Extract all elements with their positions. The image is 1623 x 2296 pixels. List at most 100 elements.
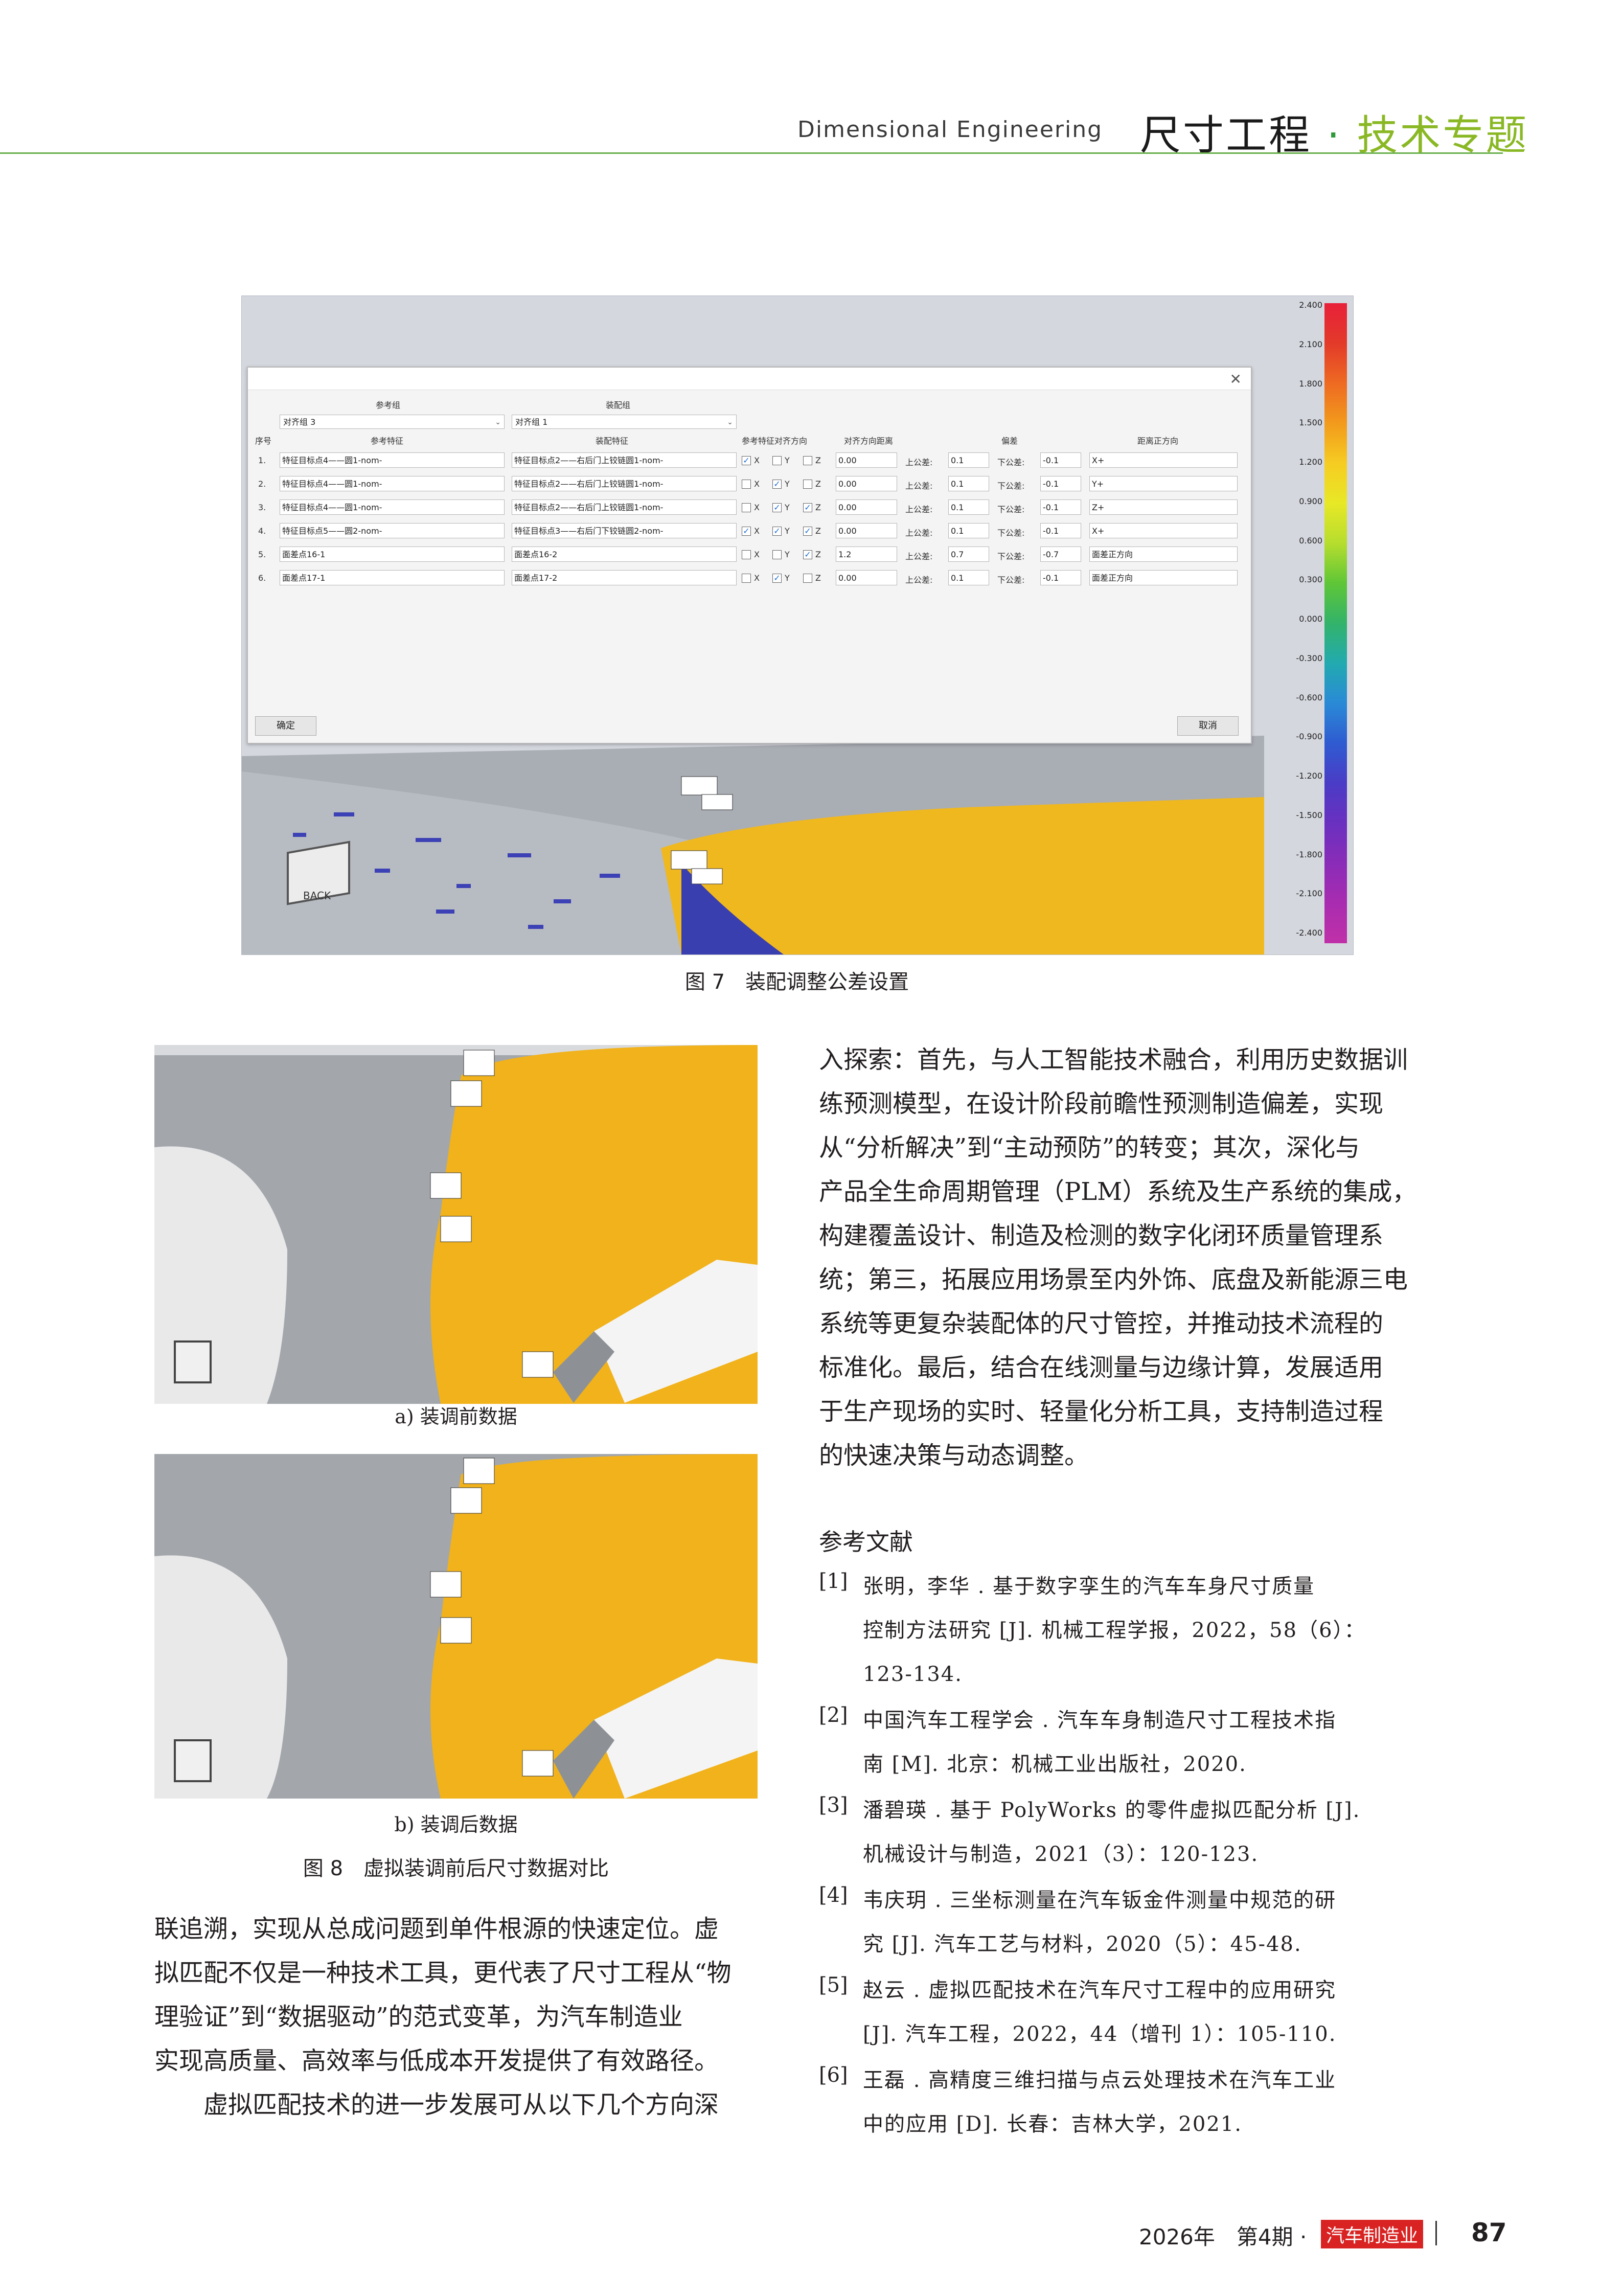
- align-x-checkbox[interactable]: ✓: [742, 527, 751, 536]
- close-icon[interactable]: ✕: [1229, 371, 1242, 388]
- lower-tol-input[interactable]: -0.1: [1040, 570, 1081, 585]
- align-y-checkbox[interactable]: ✓: [772, 527, 782, 536]
- lower-tol-input[interactable]: -0.1: [1040, 523, 1081, 538]
- align-z-checkbox[interactable]: ✓: [803, 550, 812, 559]
- align-x-checkbox[interactable]: [742, 550, 751, 559]
- ref-feature-select[interactable]: 面差点16-1: [280, 547, 505, 562]
- align-z-checkbox[interactable]: [803, 480, 812, 489]
- reference-line: 中国汽车工程学会 . 汽车车身制造尺寸工程技术指: [863, 1709, 1337, 1732]
- header-rule: [0, 152, 1503, 154]
- positive-direction-select[interactable]: X+: [1089, 452, 1238, 468]
- ref-feature-select[interactable]: 特征目标点5——圆2-nom-: [280, 523, 505, 538]
- asm-feature-select[interactable]: 特征目标点2——右后门上铰链圆1-nom-: [512, 499, 737, 515]
- align-z-checkbox[interactable]: ✓: [803, 527, 812, 536]
- upper-tol-input[interactable]: 0.1: [948, 499, 989, 515]
- align-distance-input[interactable]: 0.00: [836, 570, 897, 585]
- align-x-checkbox[interactable]: ✓: [742, 456, 751, 465]
- upper-tol-input[interactable]: 0.1: [948, 452, 989, 468]
- row-number: 6.: [258, 573, 266, 583]
- left-line-5: 虚拟匹配技术的进一步发展可从以下几个方向深: [154, 2090, 719, 2119]
- align-y-checkbox[interactable]: [772, 456, 782, 465]
- upper-tol-input[interactable]: 0.1: [948, 476, 989, 491]
- header-english-title: Dimensional Engineering: [797, 117, 1103, 143]
- align-x-checkbox[interactable]: [742, 480, 751, 489]
- asm-feature-select[interactable]: 特征目标点2——右后门上铰链圆1-nom-: [512, 476, 737, 491]
- align-distance-input[interactable]: 0.00: [836, 476, 897, 491]
- align-z-checkbox[interactable]: [803, 456, 812, 465]
- align-distance-input[interactable]: 0.00: [836, 499, 897, 515]
- group-ref-select[interactable]: 对齐组 3⌄: [280, 415, 505, 429]
- ref-feature-select[interactable]: 特征目标点4——圆1-nom-: [280, 476, 505, 491]
- lower-tol-input[interactable]: -0.1: [1040, 476, 1081, 491]
- align-x-checkbox[interactable]: [742, 503, 751, 512]
- align-distance-input[interactable]: 0.00: [836, 452, 897, 468]
- left-column-text: 联追溯，实现从总成问题到单件根源的快速定位。虚 拟匹配不仅是一种技术工具，更代表…: [154, 1907, 732, 2127]
- references-heading: 参考文献: [819, 1528, 913, 1556]
- positive-direction-select[interactable]: X+: [1089, 523, 1238, 538]
- right-line-2: 练预测模型，在设计阶段前瞻性预测制造偏差，实现: [819, 1089, 1384, 1118]
- upper-tol-input[interactable]: 0.1: [948, 570, 989, 585]
- asm-feature-select[interactable]: 面差点17-2: [512, 570, 737, 585]
- ref-feature-select[interactable]: 面差点17-1: [280, 570, 505, 585]
- lower-tol-input[interactable]: -0.1: [1040, 452, 1081, 468]
- footer-issue: 2026年 第4期 ·: [1139, 2224, 1307, 2249]
- ref-feature-select[interactable]: 特征目标点4——圆1-nom-: [280, 499, 505, 515]
- scale-tick: -1.200: [1296, 771, 1322, 781]
- asm-feature-select[interactable]: 特征目标点2——右后门上铰链圆1-nom-: [512, 452, 737, 468]
- figure8b-image: [154, 1454, 758, 1799]
- row-number: 2.: [258, 479, 266, 489]
- align-y-label: Y: [785, 573, 790, 583]
- reference-number: [5]: [819, 1973, 848, 1997]
- align-y-checkbox[interactable]: ✓: [772, 480, 782, 489]
- figure8a-subcaption: a) 装调前数据: [395, 1405, 517, 1428]
- scale-tick: 1.200: [1299, 457, 1322, 467]
- positive-direction-select[interactable]: Y+: [1089, 476, 1238, 491]
- align-distance-input[interactable]: 1.2: [836, 547, 897, 562]
- upper-tol-label: 上公差:: [905, 458, 933, 467]
- align-x-label: X: [754, 550, 760, 559]
- align-z-checkbox[interactable]: ✓: [803, 503, 812, 512]
- upper-tol-input[interactable]: 0.7: [948, 547, 989, 562]
- align-distance-input[interactable]: 0.00: [836, 523, 897, 538]
- dialog-row: 2.特征目标点4——圆1-nom-特征目标点2——右后门上铰链圆1-nom-X✓…: [248, 476, 1251, 493]
- align-x-label: X: [754, 503, 760, 512]
- row-number: 4.: [258, 526, 266, 536]
- header-zh-main: 尺寸工程: [1140, 111, 1312, 159]
- align-z-checkbox[interactable]: [803, 574, 812, 583]
- asm-feature-select[interactable]: 特征目标点3——右后门下铰链圆2-nom-: [512, 523, 737, 538]
- lower-tol-input[interactable]: -0.7: [1040, 547, 1081, 562]
- right-line-3: 从“分析解决”到“主动预防”的转变；其次，深化与: [819, 1133, 1360, 1162]
- positive-direction-select[interactable]: 面差正方向: [1089, 547, 1238, 562]
- footer-divider: [1435, 2221, 1437, 2245]
- lower-tol-label: 下公差:: [997, 528, 1025, 538]
- figure8a-car-render: [154, 1045, 758, 1404]
- row-number: 3.: [258, 503, 266, 512]
- align-z-label: Z: [815, 526, 821, 536]
- upper-tol-label: 上公差:: [905, 481, 933, 491]
- align-z-label: Z: [815, 479, 821, 489]
- lower-tol-input[interactable]: -0.1: [1040, 499, 1081, 515]
- upper-tol-label: 上公差:: [905, 505, 933, 514]
- align-y-checkbox[interactable]: ✓: [772, 574, 782, 583]
- asm-feature-select[interactable]: 面差点16-2: [512, 547, 737, 562]
- col-header-posdir: 距离正方向: [1137, 436, 1179, 446]
- upper-tol-input[interactable]: 0.1: [948, 523, 989, 538]
- right-line-10: 的快速决策与动态调整。: [819, 1441, 1089, 1470]
- align-y-checkbox[interactable]: ✓: [772, 503, 782, 512]
- ok-button[interactable]: 确定: [255, 716, 316, 736]
- ref-feature-select[interactable]: 特征目标点4——圆1-nom-: [280, 452, 505, 468]
- chevron-down-icon: ⌄: [495, 418, 501, 426]
- upper-tol-label: 上公差:: [905, 575, 933, 585]
- scale-tick: 0.300: [1299, 575, 1322, 585]
- scale-tick: 2.400: [1299, 300, 1322, 310]
- positive-direction-select[interactable]: Z+: [1089, 499, 1238, 515]
- row-number: 5.: [258, 550, 266, 559]
- align-x-checkbox[interactable]: [742, 574, 751, 583]
- align-y-checkbox[interactable]: [772, 550, 782, 559]
- figure7-view-cube[interactable]: BACK: [287, 840, 350, 905]
- positive-direction-select[interactable]: 面差正方向: [1089, 570, 1238, 585]
- reference-line: 究 [J]. 汽车工艺与材料，2020（5）：45-48.: [863, 1933, 1302, 1956]
- dialog-row: 3. 特征目标点4——圆1-nom- 特征目标点2——右后门上铰链圆1-nom- X ✓…: [248, 499, 1251, 517]
- group-asm-select[interactable]: 对齐组 1⌄: [512, 415, 737, 429]
- cancel-button[interactable]: 取消: [1177, 716, 1239, 736]
